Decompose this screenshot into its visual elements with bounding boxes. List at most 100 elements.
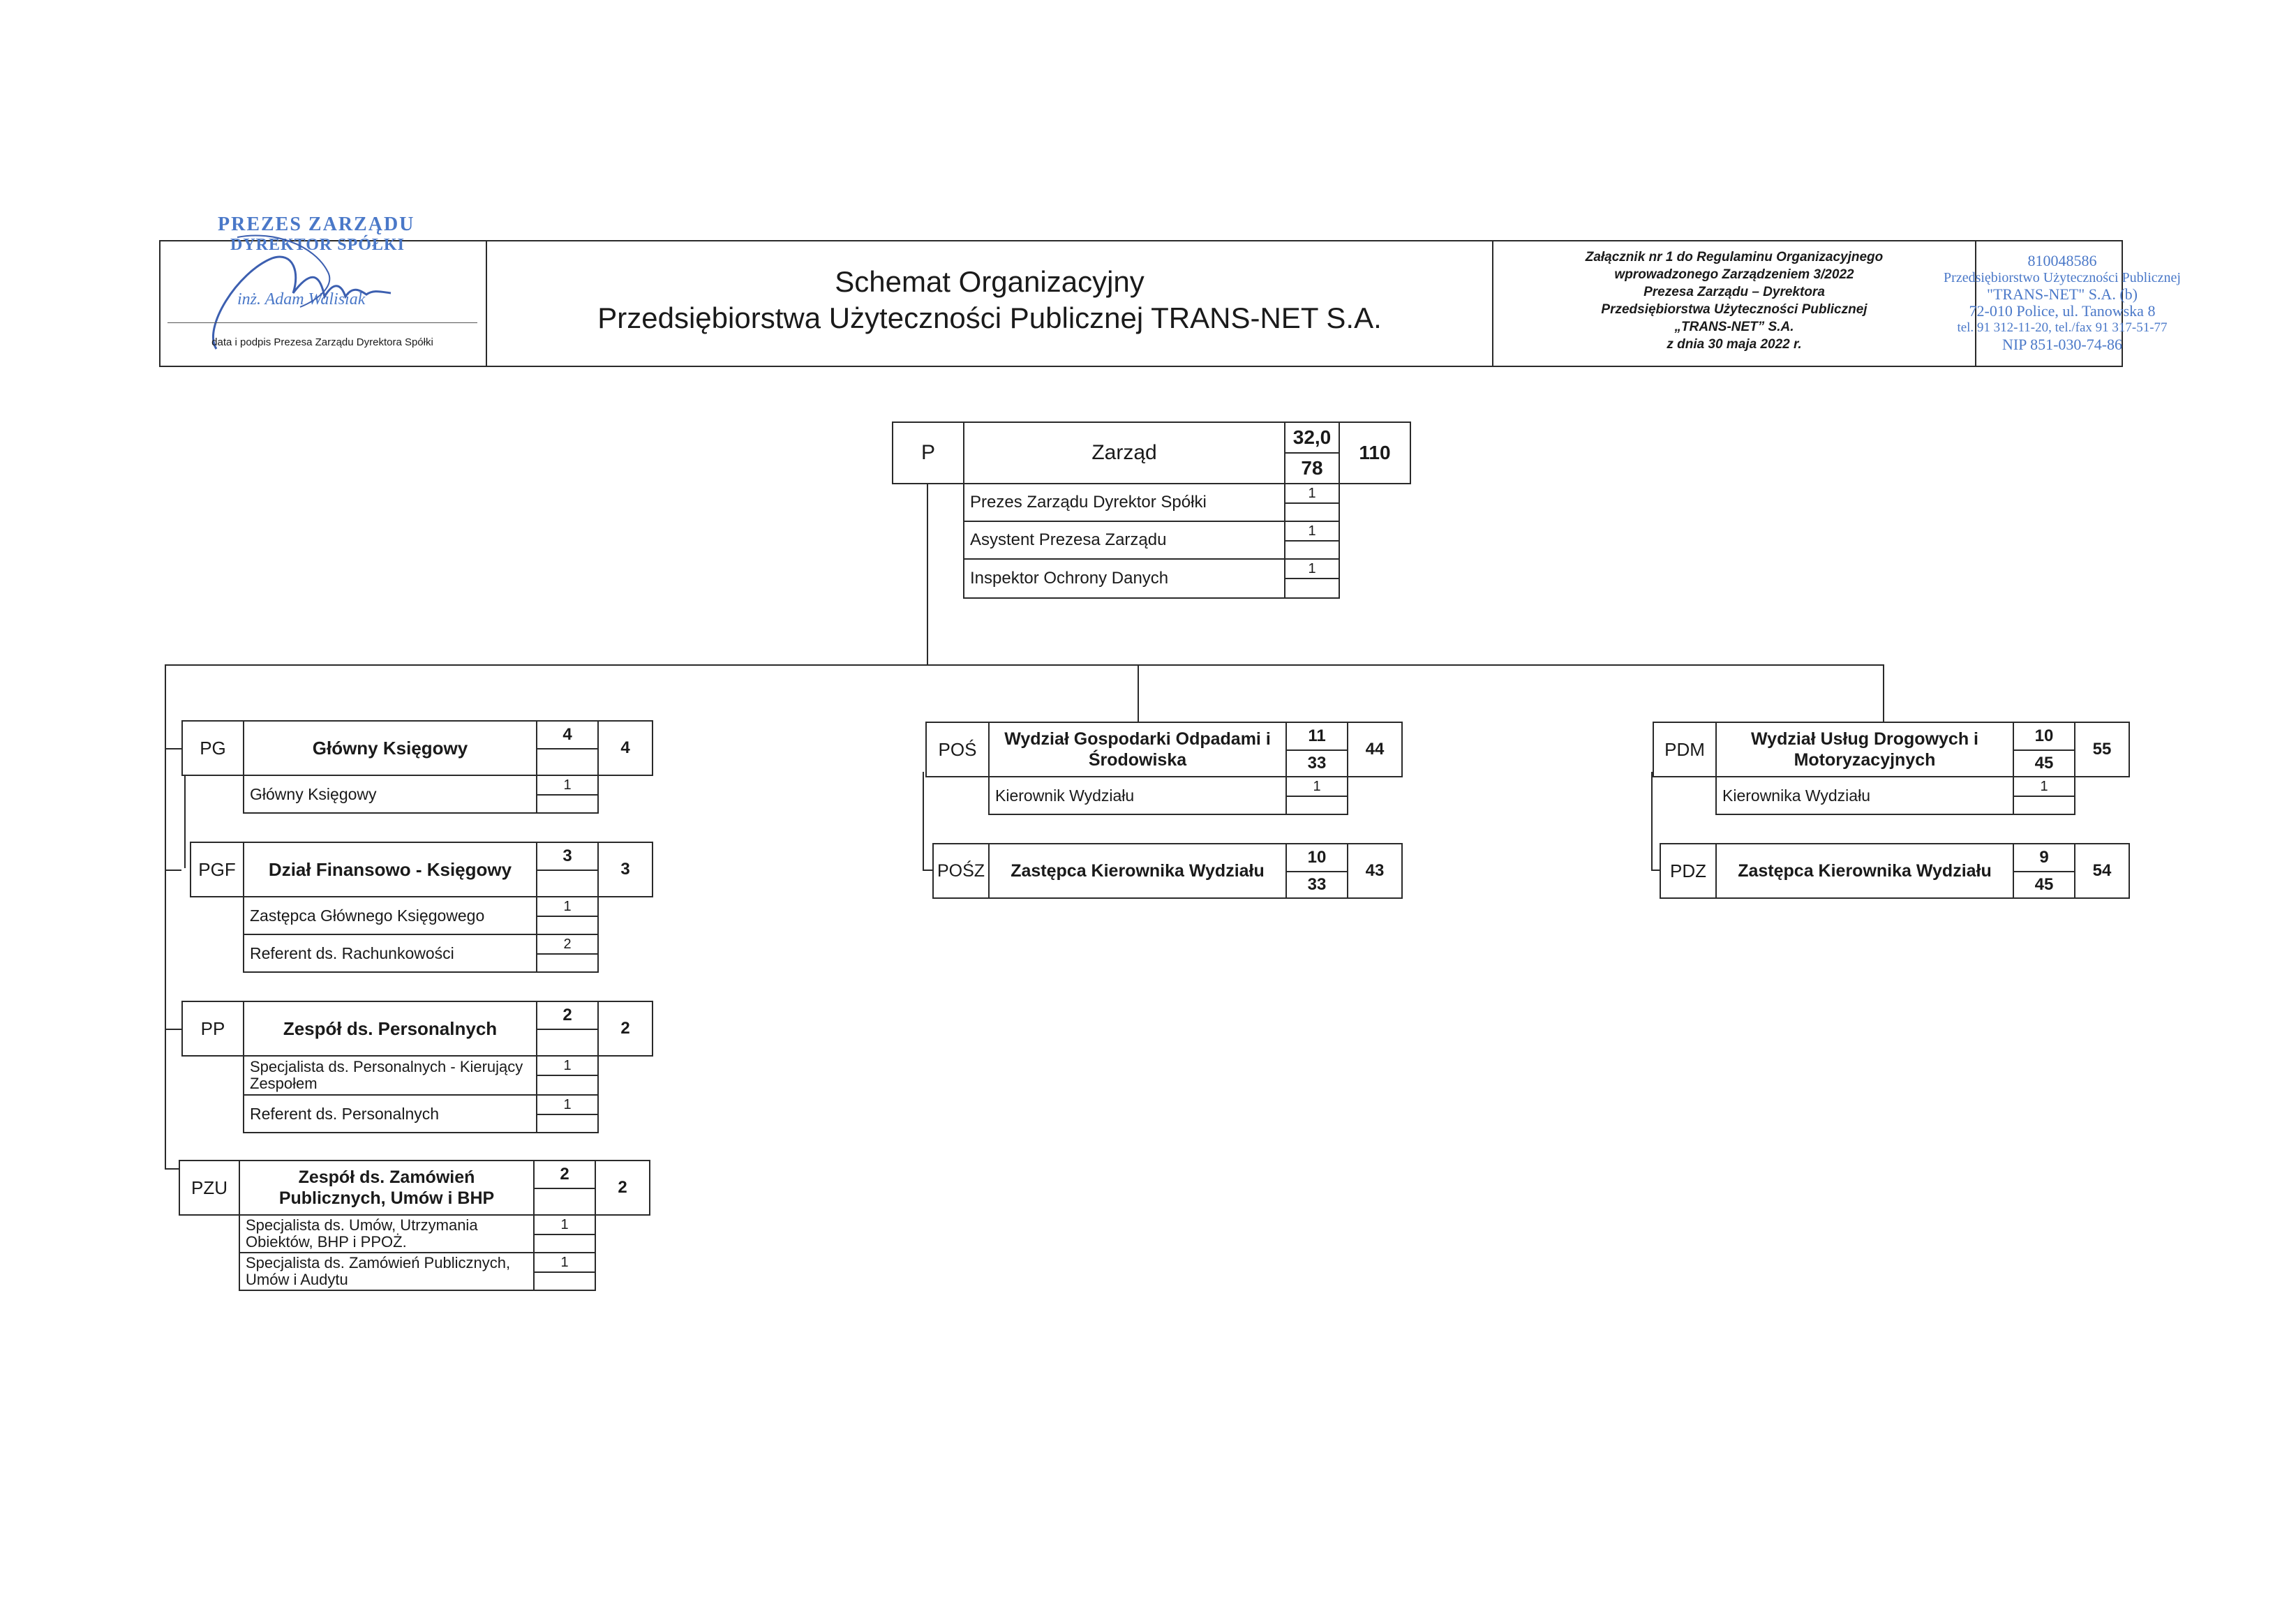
position-count-blank bbox=[1284, 540, 1340, 560]
unit-count-bottom bbox=[533, 1188, 596, 1216]
position-count-blank bbox=[536, 1075, 599, 1096]
unit-code: PP bbox=[181, 1001, 244, 1057]
company-stamp-line: NIP 851-030-74-86 bbox=[2001, 336, 2123, 353]
position-name: Specjalista ds. Personalnych - Kierujący… bbox=[243, 1055, 537, 1096]
unit-count-top: 3 bbox=[536, 842, 599, 871]
unit-count-top: 2 bbox=[533, 1160, 596, 1189]
unit-name: Wydział Gospodarki Odpadami i Środowiska bbox=[988, 722, 1287, 777]
connector-tick-posz bbox=[923, 870, 934, 871]
unit-name: Zespół ds. Zamówień Publicznych, Umów i … bbox=[239, 1160, 535, 1216]
unit-count-top: 11 bbox=[1285, 722, 1348, 751]
unit-count-bottom: 78 bbox=[1284, 452, 1340, 484]
unit-code: PZU bbox=[179, 1160, 240, 1216]
unit-count-bottom bbox=[536, 748, 599, 776]
annex-line: „TRANS-NET” S.A. bbox=[1674, 320, 1794, 334]
unit-code: PG bbox=[181, 720, 244, 776]
unit-code: PGF bbox=[190, 842, 244, 897]
connector-tick-pgf bbox=[165, 870, 181, 871]
company-stamp: 810048586 Przedsiębiorstwo Użyteczności … bbox=[1926, 253, 2198, 353]
position-count-blank bbox=[1285, 796, 1348, 815]
unit-count-top: 2 bbox=[536, 1001, 599, 1030]
annex-line: Przedsiębiorstwa Użyteczności Publicznej bbox=[1601, 302, 1868, 317]
signature-caption: data i podpis Prezesa Zarządu Dyrektora … bbox=[211, 336, 433, 348]
position-count: 1 bbox=[1284, 521, 1340, 542]
chart-title-line2: Przedsiębiorstwa Użyteczności Publicznej… bbox=[597, 301, 1382, 334]
connector-pg-pgf bbox=[184, 770, 186, 868]
unit-total: 55 bbox=[2074, 722, 2130, 777]
unit-count-bottom: 33 bbox=[1285, 871, 1348, 899]
unit-count-top: 4 bbox=[536, 720, 599, 749]
president-stamp-line2: DYREKTOR SPÓŁKI bbox=[230, 236, 405, 254]
header-divider-2 bbox=[1492, 240, 1493, 367]
annex-note: Załącznik nr 1 do Regulaminu Organizacyj… bbox=[1493, 248, 1975, 353]
unit-count-top: 10 bbox=[1285, 843, 1348, 872]
unit-name: Zespół ds. Personalnych bbox=[243, 1001, 537, 1057]
unit-count-top: 32,0 bbox=[1284, 421, 1340, 454]
unit-total: 2 bbox=[595, 1160, 650, 1216]
connector-right-down bbox=[1883, 664, 1884, 722]
position-count-blank bbox=[536, 953, 599, 973]
position-name: Asystent Prezesa Zarządu bbox=[963, 521, 1285, 560]
unit-name: Dział Finansowo - Księgowy bbox=[243, 842, 537, 897]
unit-code: PDZ bbox=[1660, 843, 1717, 899]
position-count-blank bbox=[1284, 502, 1340, 522]
position-name: Specjalista ds. Zamówień Publicznych, Um… bbox=[239, 1252, 535, 1291]
unit-code: P bbox=[892, 421, 964, 484]
unit-name: Zastępca Kierownika Wydziału bbox=[1715, 843, 2014, 899]
unit-count-top: 9 bbox=[2013, 843, 2075, 872]
position-count: 1 bbox=[533, 1214, 596, 1235]
annex-line: Załącznik nr 1 do Regulaminu Organizacyj… bbox=[1585, 250, 1884, 264]
unit-total: 44 bbox=[1347, 722, 1403, 777]
position-count-blank bbox=[536, 794, 599, 814]
unit-total: 110 bbox=[1339, 421, 1411, 484]
connector-pos-posz bbox=[923, 772, 924, 871]
unit-code: PDM bbox=[1653, 722, 1717, 777]
unit-name: Zastępca Kierownika Wydziału bbox=[988, 843, 1287, 899]
connector-mid-down bbox=[1138, 664, 1139, 722]
connector-left-trunk bbox=[165, 664, 166, 1170]
company-stamp-line: "TRANS-NET" S.A. (b) bbox=[1987, 285, 2138, 303]
position-name: Zastępca Głównego Księgowego bbox=[243, 896, 537, 935]
position-count: 2 bbox=[536, 934, 599, 955]
position-count: 1 bbox=[536, 1055, 599, 1076]
unit-name: Główny Księgowy bbox=[243, 720, 537, 776]
unit-code: POŚZ bbox=[932, 843, 990, 899]
unit-name: Wydział Usług Drogowych i Motoryzacyjnyc… bbox=[1715, 722, 2014, 777]
position-count-blank bbox=[1284, 578, 1340, 599]
position-count-blank bbox=[536, 916, 599, 935]
chart-title-line1: Schemat Organizacyjny bbox=[835, 265, 1145, 298]
position-count: 1 bbox=[536, 896, 599, 917]
position-count: 1 bbox=[1284, 558, 1340, 579]
unit-total: 3 bbox=[597, 842, 653, 897]
president-stamp-line1: PREZES ZARZĄDU bbox=[218, 214, 415, 235]
position-count: 1 bbox=[536, 775, 599, 796]
unit-total: 2 bbox=[597, 1001, 653, 1057]
position-count: 1 bbox=[2013, 776, 2075, 797]
annex-line: z dnia 30 maja 2022 r. bbox=[1667, 337, 1802, 352]
connector-tick-pg bbox=[165, 748, 181, 749]
connector-main-horizontal bbox=[165, 664, 1884, 666]
position-name: Referent ds. Personalnych bbox=[243, 1094, 537, 1133]
connector-pdm-pdz bbox=[1651, 772, 1653, 871]
company-stamp-line: Przedsiębiorstwo Użyteczności Publicznej bbox=[1944, 270, 2181, 285]
position-name: Kierownika Wydziału bbox=[1715, 776, 2014, 815]
position-name: Główny Księgowy bbox=[243, 775, 537, 814]
connector-tick-pdz bbox=[1651, 870, 1661, 871]
unit-total: 4 bbox=[597, 720, 653, 776]
unit-count-bottom: 45 bbox=[2013, 871, 2075, 899]
unit-count-bottom bbox=[536, 870, 599, 897]
unit-count-bottom bbox=[536, 1029, 599, 1057]
connector-board-down bbox=[927, 484, 928, 664]
unit-count-bottom: 45 bbox=[2013, 749, 2075, 777]
signature-line bbox=[167, 322, 477, 323]
position-name: Kierownik Wydziału bbox=[988, 776, 1287, 815]
position-count: 1 bbox=[1285, 776, 1348, 797]
company-stamp-line: 810048586 bbox=[2027, 252, 2097, 269]
unit-total: 43 bbox=[1347, 843, 1403, 899]
position-name: Prezes Zarządu Dyrektor Spółki bbox=[963, 483, 1285, 522]
handwritten-signature bbox=[212, 234, 392, 350]
unit-count-bottom: 33 bbox=[1285, 749, 1348, 777]
header-divider-1 bbox=[486, 240, 487, 367]
annex-line: wprowadzonego Zarządzeniem 3/2022 bbox=[1614, 267, 1854, 282]
position-count-blank bbox=[533, 1234, 596, 1253]
